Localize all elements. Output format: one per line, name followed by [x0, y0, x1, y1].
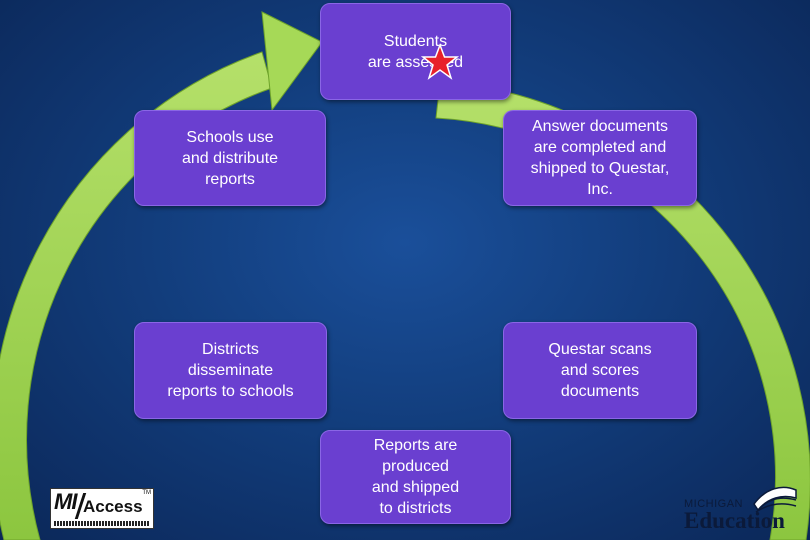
mi-access-tagline: [54, 521, 150, 526]
step-schools-use: Schools use and distribute reports: [134, 110, 326, 206]
step-questar-scans-label: Questar scans and scores documents: [548, 341, 652, 400]
education-label: Education: [684, 508, 785, 533]
step-questar-scans: Questar scans and scores documents: [503, 322, 697, 419]
step-answer-documents-label: Answer documents are completed and shipp…: [530, 118, 670, 198]
step-districts-disseminate-label: Districts disseminate reports to schools: [167, 341, 294, 400]
mi-access-logo-mi: MI: [54, 489, 77, 514]
mi-access-logo: MI Access TM: [50, 488, 154, 529]
step-districts-disseminate: Districts disseminate reports to schools: [134, 322, 327, 419]
step-schools-use-label: Schools use and distribute reports: [181, 128, 279, 188]
cycle-arrowhead: [261, 11, 323, 112]
step-reports-produced-label: Reports are produced and shipped to dist…: [371, 437, 460, 517]
book-icon: [753, 486, 797, 513]
michigan-education-logo: MICHIGAN Education: [682, 480, 800, 536]
michigan-label: MICHIGAN: [684, 498, 743, 510]
mi-access-logo-tm: TM: [142, 490, 151, 496]
step-students-assessed: Students are assessed: [320, 3, 511, 100]
step-answer-documents: Answer documents are completed and shipp…: [503, 110, 697, 206]
step-reports-produced: Reports are produced and shipped to dist…: [320, 430, 511, 524]
star-icon: [421, 44, 459, 80]
mi-access-logo-access: Access: [83, 497, 143, 516]
